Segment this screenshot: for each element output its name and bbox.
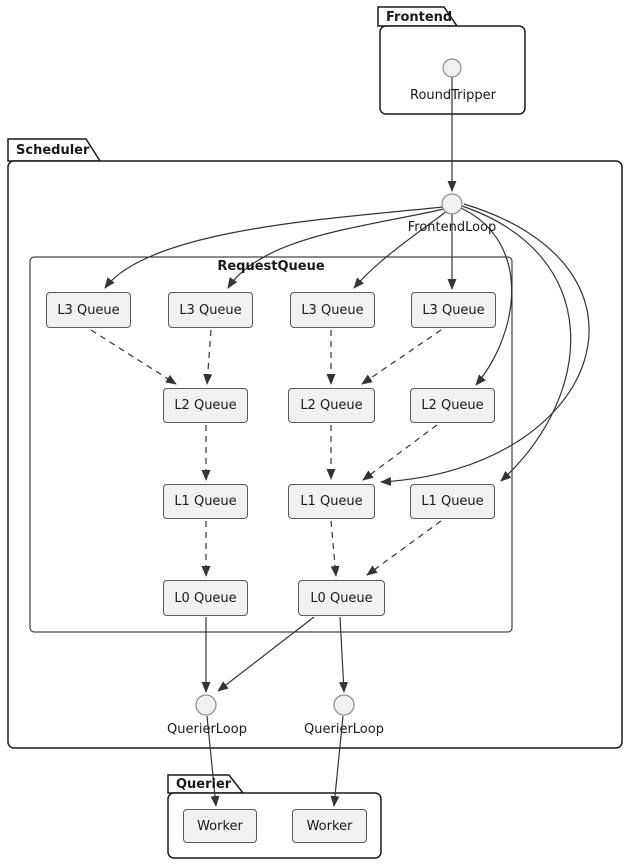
querierloop-2-label: QuerierLoop [304,722,384,737]
l2-queue-3: L2 Queue [410,388,495,423]
frontend-package-label: Frontend [386,10,453,25]
edge-querierloop-2-to-worker-2 [330,715,344,807]
l1-queue-3: L1 Queue [410,484,495,519]
edge-l1-queue-3-to-l0-queue-2 [366,520,442,576]
querierloop-1-circle [195,694,217,716]
request-queue-title: RequestQueue [217,259,325,274]
edge-l2-queue-3-to-l1-queue-2 [362,424,438,481]
edge-frontendloop-to-l3-queue-1 [104,206,444,289]
querierloop-2-circle [333,694,355,716]
querier-package-label: Querier [176,777,232,792]
edge-l1-queue-2-to-l0-queue-2 [330,520,340,577]
edge-frontendloop-to-l1-queue-3 [461,205,572,482]
edge-l3-queue-2-to-l2-queue-1 [203,329,213,385]
l1-queue-1: L1 Queue [163,484,248,519]
l3-queue-1: L3 Queue [46,292,131,328]
worker-2: Worker [292,809,367,843]
edge-l0-queue-2-to-querierloop-1 [217,616,315,692]
l0-queue-2: L0 Queue [298,580,385,616]
l2-queue-2: L2 Queue [288,388,375,423]
roundtripper-circle [442,58,462,78]
frontendloop-circle [441,193,463,215]
worker-1: Worker [183,809,257,843]
edge-l3-queue-1-to-l2-queue-1 [90,329,177,385]
edge-frontendloop-to-l2-queue-3 [460,207,513,386]
edge-l3-queue-4-to-l2-queue-2 [361,329,442,385]
l0-queue-1: L0 Queue [163,580,248,616]
l3-queue-3: L3 Queue [290,292,375,328]
edge-querierloop-1-to-worker-1 [206,715,220,807]
frontendloop-label: FrontendLoop [407,220,497,235]
l2-queue-1: L2 Queue [163,388,248,423]
l1-queue-2: L1 Queue [288,484,375,519]
roundtripper-label: RoundTripper [410,88,496,103]
l3-queue-4: L3 Queue [411,292,496,328]
edge-frontendloop-to-l3-queue-2 [227,208,445,289]
edge-frontendloop-to-l1-queue-2 [380,203,590,486]
l3-queue-2: L3 Queue [168,292,253,328]
scheduler-package-label: Scheduler [16,143,90,158]
edge-frontendloop-to-l3-queue-3 [353,210,448,289]
edge-l0-queue-2-to-querierloop-2 [338,616,348,693]
querierloop-1-label: QuerierLoop [167,722,247,737]
